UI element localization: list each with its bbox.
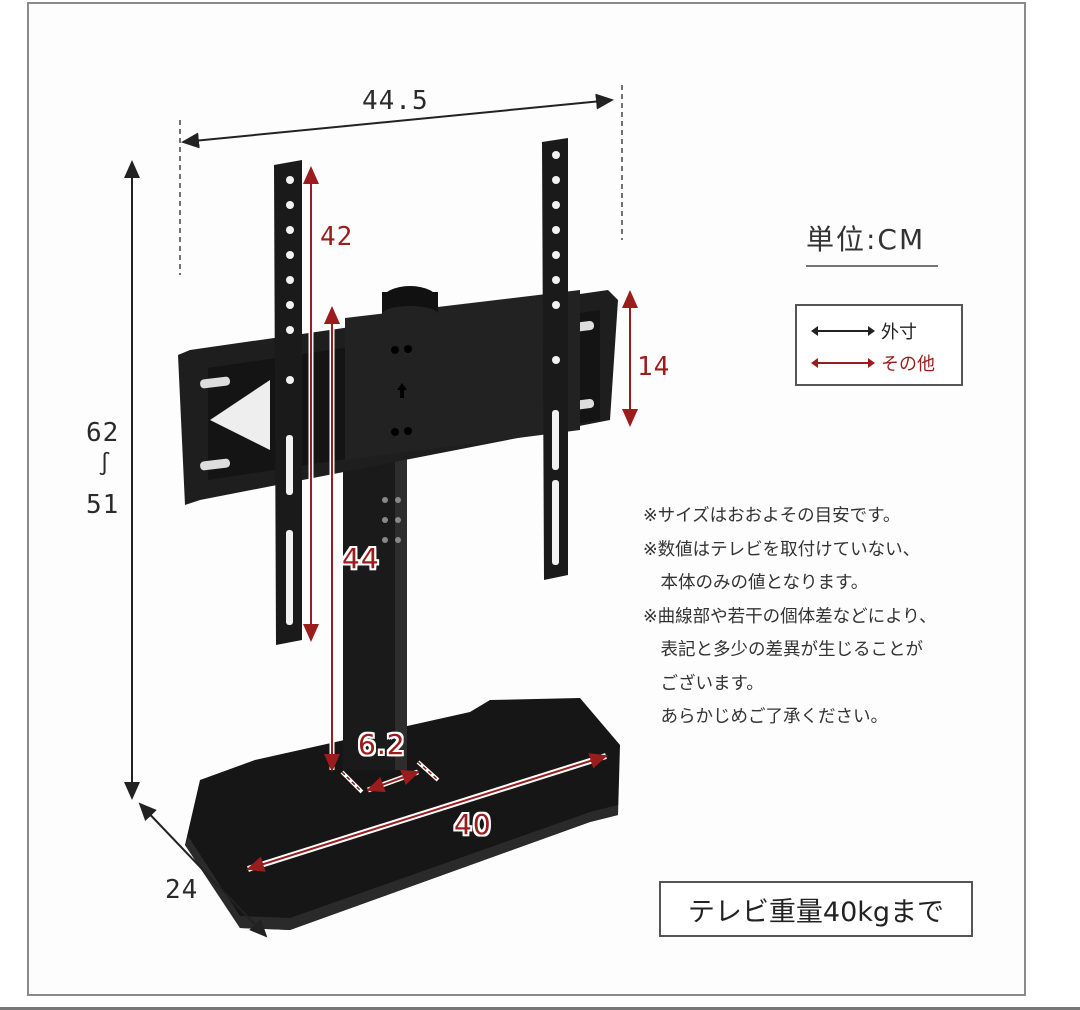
width-dimension-label: 44.5 — [362, 86, 429, 116]
legend-label-other: その他 — [881, 354, 935, 375]
right-bracket — [542, 138, 568, 580]
notes-block: ※サイズはおおよその目安です。 ※数値はテレビを取付けていない、 本体のみの値と… — [643, 500, 937, 735]
base-width-label: 40 — [454, 808, 492, 841]
red-arrow-icon — [811, 358, 875, 368]
legend-item-other: その他 — [811, 350, 935, 376]
note-line: ※サイズはおおよその目安です。 — [643, 506, 901, 526]
pole-width-label: 6.2 — [358, 728, 406, 761]
weight-limit-box: テレビ重量40kgまで — [659, 881, 973, 937]
crossbar-height-label: 14 — [637, 352, 671, 382]
height-max-label: 62 — [86, 418, 120, 448]
legend-box: 外寸 その他 — [795, 304, 963, 386]
note-line: ※曲線部や若干の個体差などにより、 — [643, 606, 937, 627]
unit-underline — [806, 265, 938, 267]
black-arrow-icon — [811, 326, 875, 336]
legend-label-outer: 外寸 — [881, 322, 917, 343]
base-width-line — [246, 753, 608, 872]
note-line: 表記と多少の差異が生じることが — [643, 640, 923, 660]
depth-dimension-line — [138, 802, 268, 938]
unit-label: 単位:CM — [806, 223, 926, 256]
legend-item-outer: 外寸 — [811, 318, 917, 344]
note-line: あらかじめご了承ください。 — [643, 707, 888, 727]
left-bracket — [274, 160, 302, 645]
height-min-label: 51 — [86, 490, 120, 520]
bottom-divider — [0, 1007, 1080, 1010]
note-line: 本体のみの値となります。 — [643, 573, 869, 593]
depth-dimension-label: 24 — [165, 875, 199, 905]
height-range-separator: ∫ — [98, 452, 113, 477]
note-line: ※数値はテレビを取付けていない、 — [643, 539, 921, 560]
width-dimension-line — [181, 93, 614, 149]
pole-height-label: 44 — [342, 542, 380, 575]
bracket-height-label: 42 — [320, 222, 354, 252]
note-line: ございます。 — [643, 673, 764, 694]
